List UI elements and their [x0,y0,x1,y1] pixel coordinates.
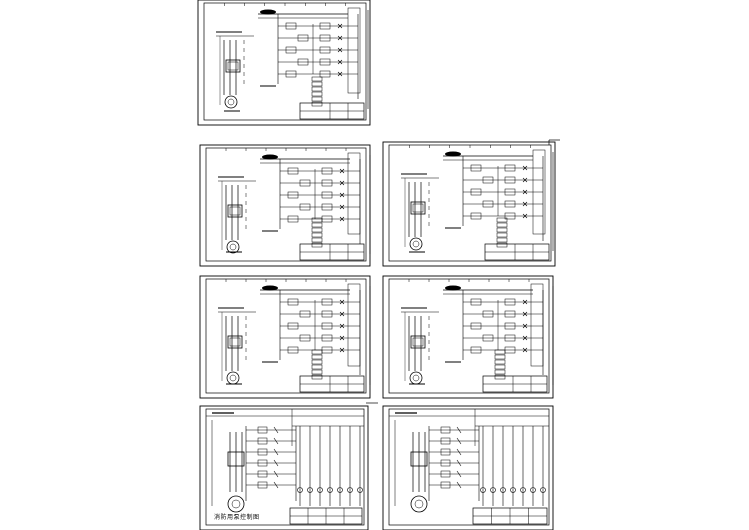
drawing-sheet-3 [382,141,556,267]
edge-lines [366,139,560,404]
drawing-sheet-4 [199,275,371,399]
drawing-sheet-1 [197,0,371,126]
drawing-sheet-6 [199,405,369,530]
drawing-sheet-2 [199,144,371,267]
drawing-sheet-7 [382,405,554,530]
sheet-caption: 消防用泵控制图 [214,514,260,521]
drawing-sheet-5 [382,275,554,399]
